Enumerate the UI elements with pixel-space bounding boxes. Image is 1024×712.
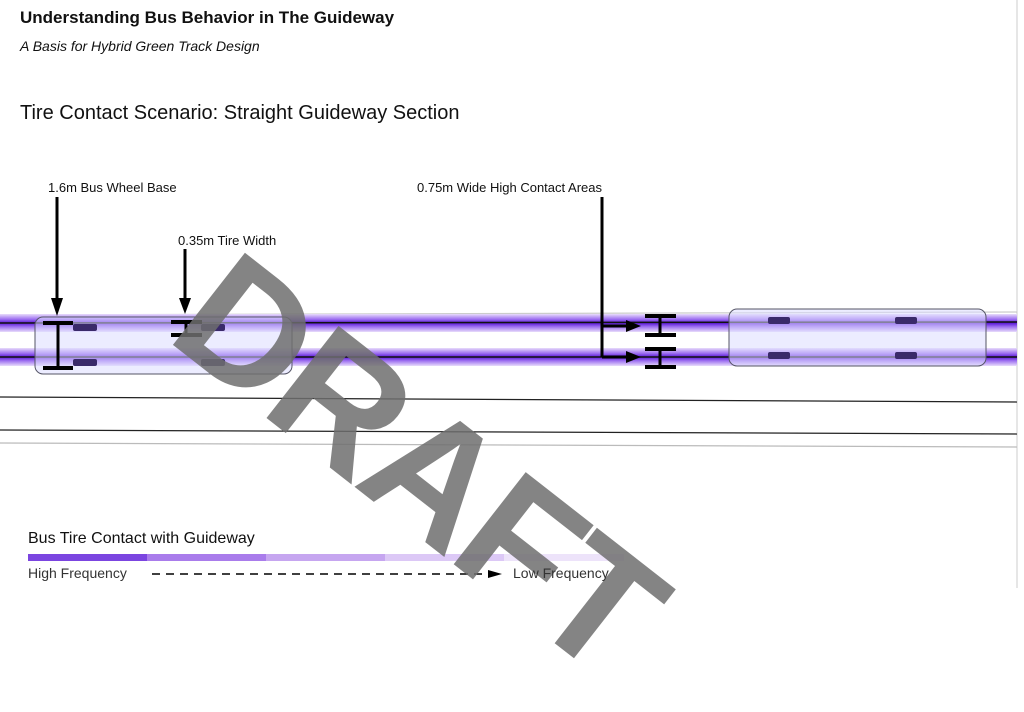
arrow-right-icon: [488, 570, 502, 578]
tire-width-dimension: [171, 249, 202, 337]
guideway-line: [0, 429, 1018, 435]
contact-areas-label: 0.75m Wide High Contact Areas: [417, 180, 602, 195]
guideway-line: [0, 396, 1018, 403]
legend-title: Bus Tire Contact with Guideway: [28, 530, 255, 547]
bus-left: [34, 316, 293, 375]
bus-right: [728, 308, 987, 367]
diagram-title: Understanding Bus Behavior in The Guidew…: [20, 8, 395, 27]
scenario-title: Tire Contact Scenario: Straight Guideway…: [20, 102, 460, 124]
wheel-base-label: 1.6m Bus Wheel Base: [48, 180, 177, 195]
legend-low-label: Low Frequency: [513, 565, 609, 581]
tire-width-label: 0.35m Tire Width: [178, 233, 277, 248]
guideway-line: [0, 442, 1018, 448]
guideway-diagram: [0, 0, 1018, 588]
contact-area-dimension: [600, 197, 676, 369]
legend-high-label: High Frequency: [28, 565, 127, 581]
diagram-subtitle: A Basis for Hybrid Green Track Design: [20, 38, 260, 54]
legend-gradient-bar: [28, 554, 624, 561]
wheel-base-dimension: [43, 197, 73, 370]
